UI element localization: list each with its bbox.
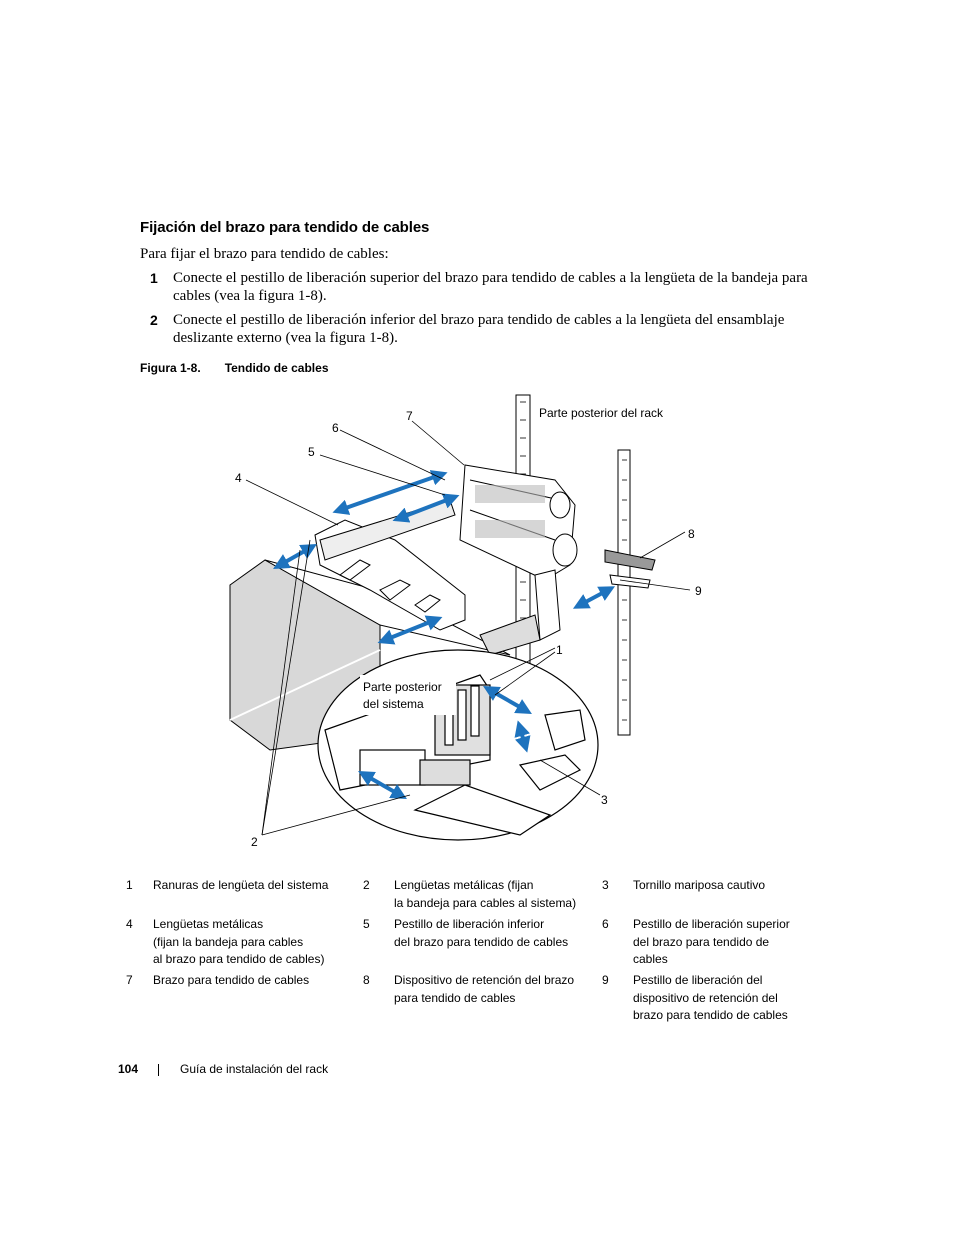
callout-5: 5 [308,445,315,459]
legend-item: Lengüetas metálicas (fijan la bandeja pa… [394,877,576,912]
legend-number: 1 [126,878,133,892]
legend-item: Pestillo de liberación inferior del braz… [394,916,568,951]
figure-title: Tendido de cables [224,361,329,375]
legend-line: Lengüetas metálicas [153,917,264,931]
label-rack-rear: Parte posterior del rack [539,406,664,420]
callout-8: 8 [688,527,695,541]
legend-item: Lengüetas metálicas (fijan la bandeja pa… [153,916,324,969]
blue-arrows [273,470,616,799]
callout-7: 7 [406,409,413,423]
callout-3: 3 [601,793,608,807]
legend-number: 6 [602,917,609,931]
figure-number: Figura 1-8. [140,361,201,375]
legend-line: del brazo para tendido de [633,934,770,949]
legend-line: (fijan la bandeja para cables [153,934,304,949]
legend-line: Ranuras de lengüeta del sistema [153,878,329,892]
legend-item: Brazo para tendido de cables [153,972,309,990]
callout-4: 4 [235,471,242,485]
callout-9: 9 [695,584,702,598]
callout-numbers: 1 2 3 4 5 6 7 8 9 [235,409,702,849]
figure-caption: Figura 1-8. Tendido de cables [140,361,329,375]
label-system-rear-1: Parte posterior [363,680,442,694]
legend-row: 7 Brazo para tendido de cables 8 Disposi… [122,972,822,1028]
legend-line: Brazo para tendido de cables [153,973,310,987]
document-title: Guía de instalación del rack [180,1062,329,1076]
legend-line: dispositivo de retención del [633,990,778,1005]
legend-number: 8 [363,973,370,987]
legend-line: del brazo para tendido de cables [394,934,569,949]
step-number: 2 [150,312,158,328]
legend-line: Tornillo mariposa cautivo [633,878,766,892]
rack-rail-right [617,449,631,736]
legend-line: Pestillo de liberación inferior [394,917,545,931]
footer-separator [158,1064,159,1076]
legend-line: Lengüetas metálicas (fijan [394,878,534,892]
cable-routing-illustration: Parte posterior del rack Parte posterior… [229,394,702,849]
legend-line: para tendido de cables [394,990,516,1005]
callout-1: 1 [556,643,563,657]
label-system-rear-2: del sistema [363,697,424,711]
page-footer: 104 Guía de instalación del rack [118,1062,328,1076]
legend-item: Pestillo de liberación superior del braz… [633,916,790,969]
rail-bracket [479,569,561,656]
legend-number: 9 [602,973,609,987]
section-title: Fijación del brazo para tendido de cable… [140,219,430,236]
step-1: 1 Conecte el pestillo de liberación supe… [140,269,820,305]
legend-row: 1 Ranuras de lengüeta del sistema 2 Leng… [122,877,822,916]
page-number: 104 [118,1062,139,1076]
legend-line: Pestillo de liberación superior [633,917,790,931]
legend-number: 5 [363,917,370,931]
legend-line: cables [633,952,668,966]
legend-item: Dispositivo de retención del brazo para … [394,972,574,1007]
legend-line: al brazo para tendido de cables) [153,952,325,966]
step-text: Conecte el pestillo de liberación inferi… [173,312,785,346]
legend-number: 4 [126,917,133,931]
callout-6: 6 [332,421,339,435]
cable-management-arm [459,464,578,581]
legend-number: 3 [602,878,609,892]
legend-table: 1 Ranuras de lengüeta del sistema 2 Leng… [122,877,822,1028]
legend-item: Tornillo mariposa cautivo [633,877,765,895]
legend-row: 4 Lengüetas metálicas (fijan la bandeja … [122,916,822,972]
callout-2: 2 [251,835,258,849]
callout-lines [245,420,691,836]
legend-line: brazo para tendido de cables [633,1008,788,1022]
legend-line: la bandeja para cables al sistema) [394,895,577,910]
step-number: 1 [150,270,158,286]
legend-number: 7 [126,973,133,987]
step-text: Conecte el pestillo de liberación superi… [173,270,808,304]
legend-line: Dispositivo de retención del brazo [394,973,575,987]
legend-item: Ranuras de lengüeta del sistema [153,877,328,895]
step-2: 2 Conecte el pestillo de liberación infe… [140,311,820,347]
legend-line: Pestillo de liberación del [633,973,763,987]
intro-text: Para fijar el brazo para tendido de cabl… [140,246,389,262]
legend-item: Pestillo de liberación del dispositivo d… [633,972,788,1025]
legend-number: 2 [363,878,370,892]
